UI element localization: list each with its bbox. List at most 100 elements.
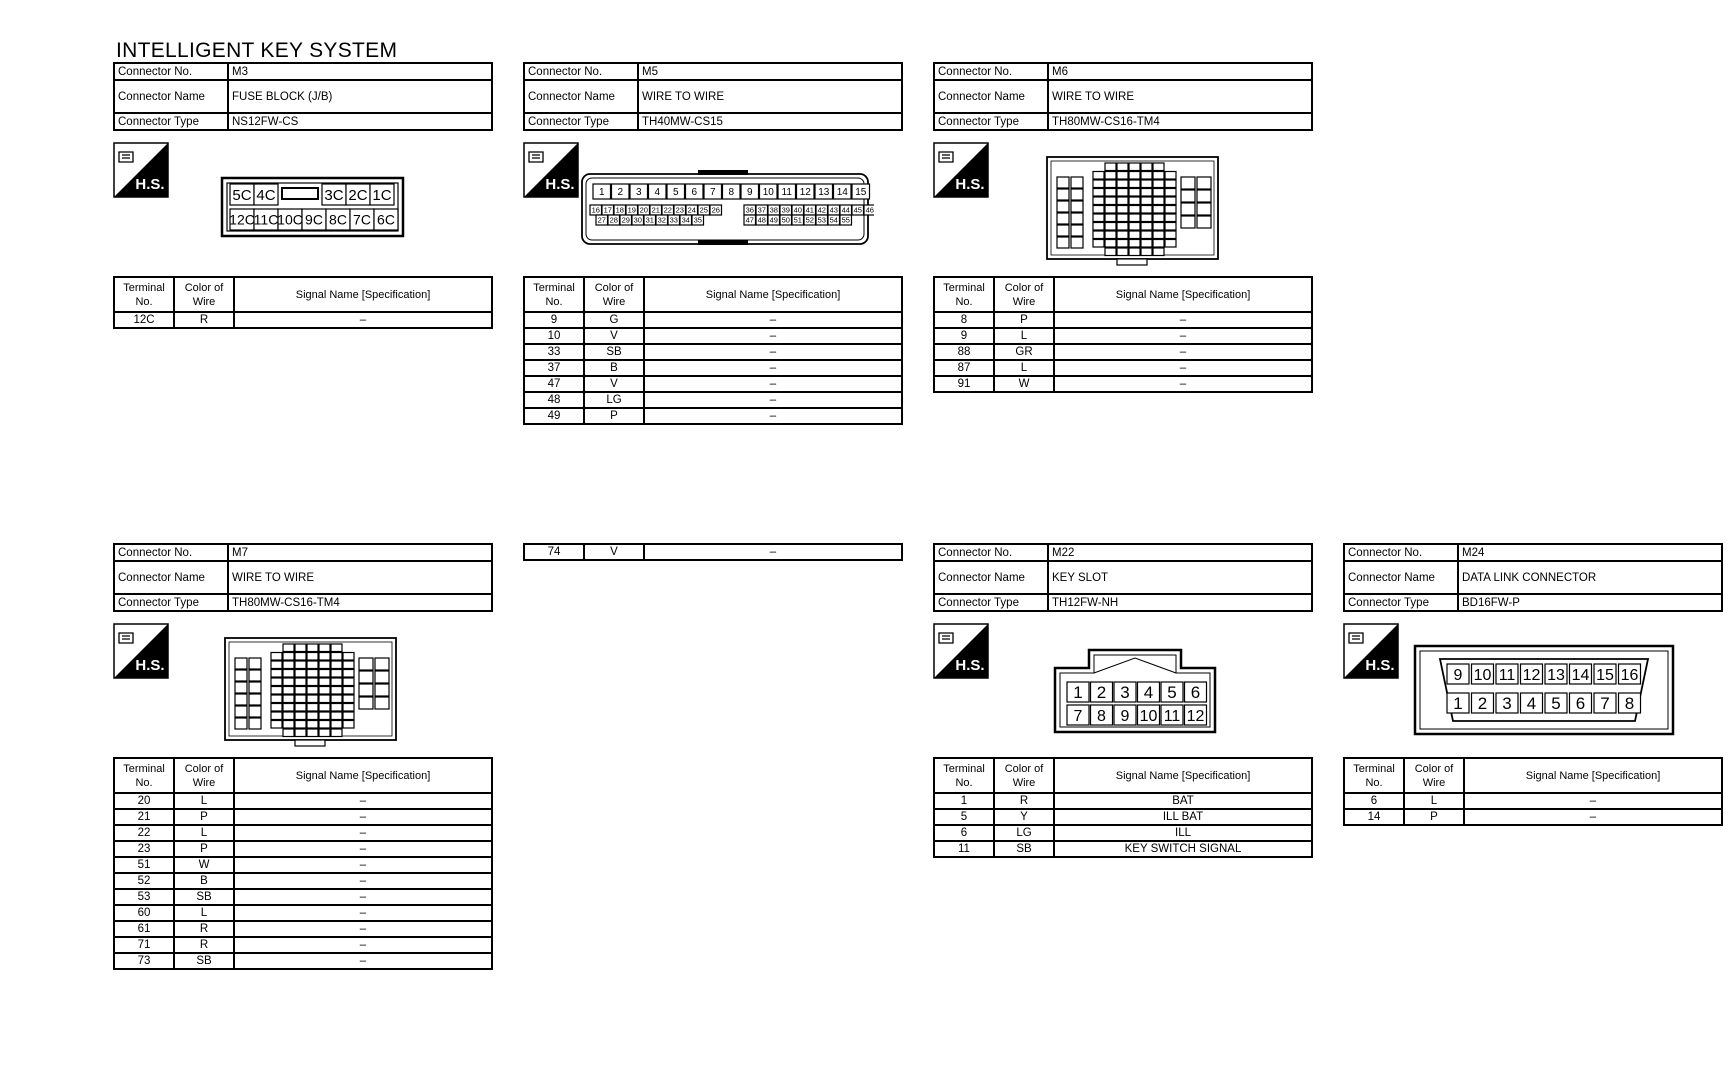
pin-cavity xyxy=(1140,238,1153,248)
pin-cavity xyxy=(1104,196,1117,206)
pin-number: 35 xyxy=(694,216,702,225)
pin-cavity xyxy=(318,728,331,738)
pin-cavity xyxy=(306,694,319,704)
pin-cavity xyxy=(234,717,248,730)
signal-name-cell: BAT xyxy=(1053,792,1313,810)
signal-name-cell: – xyxy=(233,920,493,938)
pin-number: 54 xyxy=(830,216,838,225)
pin-cavity xyxy=(318,660,331,670)
col-signal-name: Signal Name [Specification] xyxy=(1053,276,1313,313)
label-connector-name: Connector Name xyxy=(1343,560,1459,595)
pin-number: 9 xyxy=(1454,667,1463,684)
pin-cavity xyxy=(294,651,307,661)
pin-cavity xyxy=(629,183,649,200)
pin-cavity xyxy=(1160,681,1184,703)
connector-no: M24 xyxy=(1457,543,1723,562)
pin-cavity xyxy=(282,660,295,670)
pin-cavity xyxy=(282,643,295,653)
pin-number: 37 xyxy=(758,206,766,215)
pin-cavity xyxy=(1446,692,1470,714)
pin-number: 27 xyxy=(598,216,606,225)
pin-cavity xyxy=(342,685,355,695)
pin-cavity xyxy=(330,711,343,721)
pin-cavity xyxy=(1056,224,1070,237)
terminal-no-cell: 20 xyxy=(113,792,175,810)
pin-number: 6 xyxy=(1191,683,1200,702)
pin-number: 32 xyxy=(658,216,666,225)
wire-color-cell: L xyxy=(173,904,235,922)
pin-cavity xyxy=(374,696,390,710)
pin-cavity xyxy=(1056,200,1070,213)
wire-color-cell: L xyxy=(173,792,235,810)
pin-cavity xyxy=(1136,681,1161,703)
pin-number: 5 xyxy=(1167,683,1176,702)
label-connector-type: Connector Type xyxy=(113,112,229,131)
pin-number: 16 xyxy=(1621,667,1639,684)
pin-cavity xyxy=(592,183,612,200)
pin-number: 7 xyxy=(1074,708,1083,725)
pin-number: 9C xyxy=(305,212,323,228)
wire-color-cell: P xyxy=(1403,808,1465,826)
pin-cavity xyxy=(1160,704,1184,726)
pin-cavity xyxy=(294,719,307,729)
pin-cavity xyxy=(814,183,834,200)
pin-number: 47 xyxy=(746,216,754,225)
pin-cavity xyxy=(306,728,319,738)
pin-cavity xyxy=(758,183,778,200)
terminal-no-cell: 61 xyxy=(113,920,175,938)
pin-cavity xyxy=(709,204,723,216)
pin-number: 14 xyxy=(1572,667,1590,684)
pin-number: 3 xyxy=(1120,683,1129,702)
pin-cavity xyxy=(1152,162,1165,172)
pin-number: 5C xyxy=(232,187,251,204)
pin-cavity xyxy=(1092,187,1105,197)
label-connector-no: Connector No. xyxy=(113,543,229,562)
signal-name-cell: – xyxy=(233,872,493,890)
pin-cavity xyxy=(234,705,248,718)
pin-cavity xyxy=(318,711,331,721)
pin-cavity xyxy=(318,651,331,661)
signal-name-cell: ILL BAT xyxy=(1053,808,1313,826)
pin-number: 10 xyxy=(1140,708,1158,725)
pin-cavity xyxy=(1519,692,1544,714)
terminal-no-cell: 74 xyxy=(523,543,585,561)
pin-cavity xyxy=(740,183,760,200)
pin-number: 30 xyxy=(634,216,642,225)
hs-harness-side-icon: H.S. xyxy=(523,142,579,198)
pin-number: 11 xyxy=(1499,667,1516,684)
pin-cavity xyxy=(1183,681,1208,703)
pin-number: 26 xyxy=(712,206,720,215)
pin-number: 52 xyxy=(806,216,814,225)
pin-cavity xyxy=(1104,179,1117,189)
terminal-no-cell: 47 xyxy=(523,375,585,393)
connector-name: WIRE TO WIRE xyxy=(637,79,903,114)
pin-cavity xyxy=(1140,204,1153,214)
wire-color-cell: P xyxy=(173,840,235,858)
pin-cavity xyxy=(342,702,355,712)
pin-cavity xyxy=(1056,188,1070,201)
pin-cavity xyxy=(1470,663,1495,685)
hs-label: H.S. xyxy=(955,657,984,674)
connector-no: M6 xyxy=(1047,62,1313,81)
pin-cavity xyxy=(294,702,307,712)
pin-number: 44 xyxy=(842,206,850,215)
pin-number: 14 xyxy=(837,187,849,198)
pin-cavity xyxy=(318,668,331,678)
pin-cavity xyxy=(1164,238,1177,248)
pin-cavity xyxy=(294,660,307,670)
terminal-no-cell: 5 xyxy=(933,808,995,826)
connector-type: TH80MW-CS16-TM4 xyxy=(227,593,493,612)
wire-color-cell: LG xyxy=(583,391,645,409)
label-connector-name: Connector Name xyxy=(113,560,229,595)
